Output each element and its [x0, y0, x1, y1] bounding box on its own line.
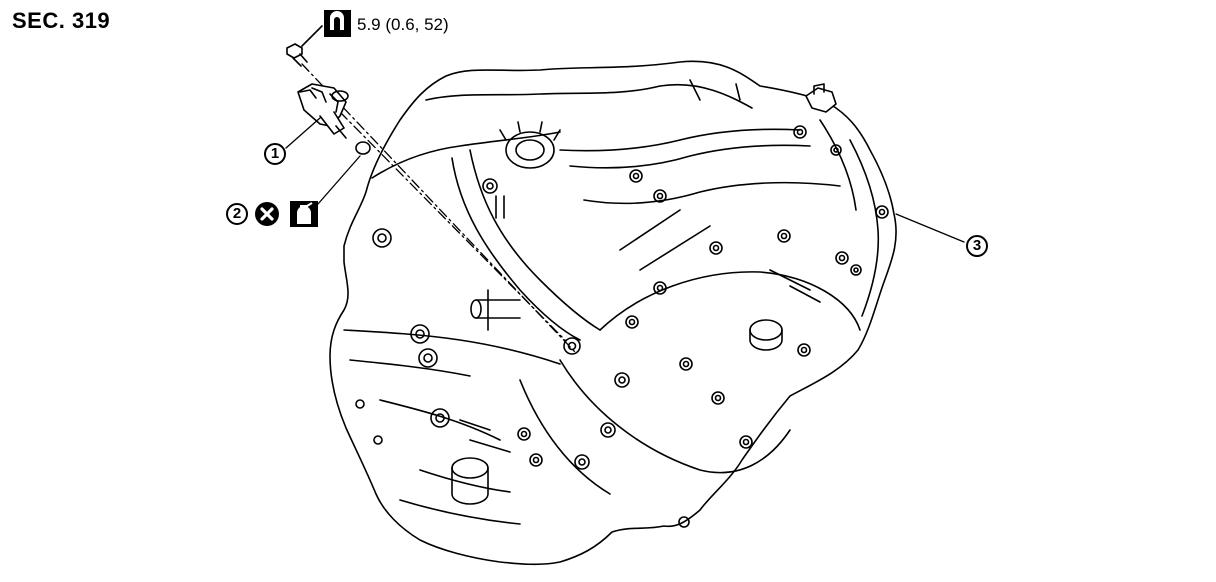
callout-2: 2 [226, 203, 248, 225]
apply-fluid-icon [290, 201, 318, 227]
callout-2-number: 2 [232, 205, 242, 222]
sensor [297, 83, 349, 139]
torque-wrench-icon [324, 10, 351, 37]
callout-3-number: 3 [972, 237, 982, 254]
torque-leader-line [301, 25, 323, 47]
alignment-lines [301, 63, 576, 353]
callout-1: 1 [264, 143, 286, 165]
torque-spec: 5.9 (0.6, 52) [357, 15, 449, 34]
bolt [286, 43, 308, 67]
do-not-reuse-icon [255, 202, 279, 226]
section-label: SEC. 319 [12, 8, 111, 33]
o-ring [355, 141, 371, 155]
callout-leaders [285, 117, 965, 243]
callout-3: 3 [966, 235, 988, 257]
transaxle-body [329, 60, 897, 566]
callout-1-number: 1 [270, 145, 280, 162]
